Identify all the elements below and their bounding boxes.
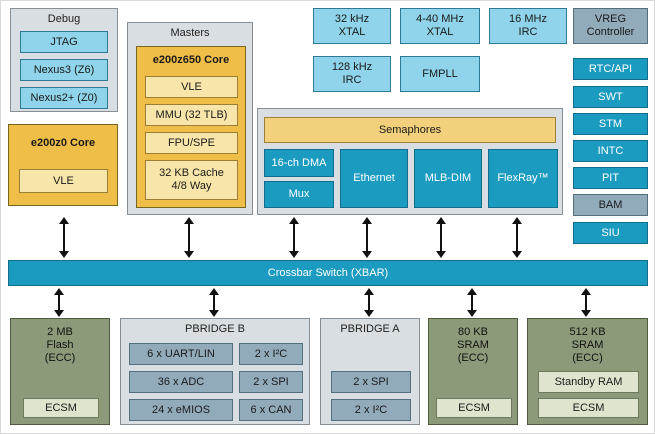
bus-arrow (467, 288, 477, 317)
nexus3-block: Nexus3 (Z6) (20, 59, 108, 81)
dma-mux-block: Mux (264, 181, 334, 208)
swt-block: SWT (573, 86, 648, 108)
crossbar-switch-block: Crossbar Switch (XBAR) (8, 260, 648, 286)
bus-arrow (364, 288, 374, 317)
flexray-block: FlexRay™ (488, 149, 558, 208)
mlb-dim-block: MLB-DIM (414, 149, 482, 208)
bus-arrow (581, 288, 591, 317)
sram512-ecsm-block: ECSM (538, 398, 639, 418)
bus-arrow (512, 217, 522, 258)
sram-512-block: 512 KB SRAM (ECC) Standby RAM ECSM (527, 318, 648, 425)
siu-block: SIU (573, 222, 648, 244)
masters-panel-title: Masters (170, 27, 210, 39)
bus-arrow (59, 217, 69, 258)
debug-panel-title: Debug (47, 13, 81, 25)
can-block: 6 x CAN (239, 399, 303, 421)
flash-ecsm-block: ECSM (23, 398, 99, 418)
irc-16mhz-block: 16 MHz IRC (489, 8, 567, 44)
e200z0-core-block: e200z0 Core VLE (8, 124, 118, 206)
standby-ram-block: Standby RAM (538, 371, 639, 393)
sram-80-title: 80 KB SRAM (ECC) (457, 326, 489, 364)
irc-128khz-block: 128 kHz IRC (313, 56, 391, 92)
pbridge-a-panel: PBRIDGE A 2 x SPI 2 x I²C (320, 318, 420, 425)
comm-panel: Semaphores 16-ch DMA Mux Ethernet MLB-DI… (257, 108, 563, 215)
jtag-block: JTAG (20, 31, 108, 53)
stm-block: STM (573, 113, 648, 135)
fmpll-block: FMPLL (400, 56, 480, 92)
bus-arrow (209, 288, 219, 317)
rtc-api-block: RTC/API (573, 58, 648, 80)
intc-block: INTC (573, 140, 648, 162)
i2c-b-block: 2 x I²C (239, 343, 303, 365)
xtal-32khz-block: 32 kHz XTAL (313, 8, 391, 44)
pbridge-b-title: PBRIDGE B (185, 323, 245, 335)
dma-block: 16-ch DMA (264, 149, 334, 177)
bus-arrow (436, 217, 446, 258)
flash-block: 2 MB Flash (ECC) ECSM (10, 318, 110, 425)
pbridge-b-panel: PBRIDGE B 6 x UART/LIN 2 x I²C 36 x ADC … (120, 318, 310, 425)
cache-block: 32 KB Cache 4/8 Way (145, 160, 238, 200)
pbridge-a-title: PBRIDGE A (340, 323, 400, 335)
debug-panel: Debug JTAG Nexus3 (Z6) Nexus2+ (Z0) (10, 8, 118, 112)
sram-512-title: 512 KB SRAM (ECC) (569, 326, 606, 364)
adc-block: 36 x ADC (129, 371, 233, 393)
bus-arrow (184, 217, 194, 258)
bus-arrow (54, 288, 64, 317)
vreg-controller-block: VREG Controller (573, 8, 648, 44)
xtal-4-40mhz-block: 4-40 MHz XTAL (400, 8, 480, 44)
sram80-ecsm-block: ECSM (436, 398, 512, 418)
uart-lin-block: 6 x UART/LIN (129, 343, 233, 365)
ethernet-block: Ethernet (340, 149, 408, 208)
bam-block: BAM (573, 194, 648, 216)
sram-80-block: 80 KB SRAM (ECC) ECSM (428, 318, 518, 425)
semaphores-block: Semaphores (264, 117, 556, 143)
mmu-block: MMU (32 TLB) (145, 104, 238, 126)
emios-block: 24 x eMIOS (129, 399, 233, 421)
e200z0-core-title: e200z0 Core (30, 137, 96, 149)
i2c-a-block: 2 x I²C (331, 399, 411, 421)
flash-title: 2 MB Flash (ECC) (44, 326, 76, 364)
e200z650-core-title: e200z650 Core (152, 54, 230, 66)
nexus2-block: Nexus2+ (Z0) (20, 87, 108, 109)
spi-b-block: 2 x SPI (239, 371, 303, 393)
z6-vle-block: VLE (145, 76, 238, 98)
masters-panel: Masters e200z650 Core VLE MMU (32 TLB) F… (127, 22, 253, 215)
bus-arrow (362, 217, 372, 258)
spi-a-block: 2 x SPI (331, 371, 411, 393)
z0-vle-block: VLE (19, 169, 108, 193)
bus-arrow (289, 217, 299, 258)
fpu-spe-block: FPU/SPE (145, 132, 238, 154)
pit-block: PIT (573, 167, 648, 189)
e200z650-core-block: e200z650 Core VLE MMU (32 TLB) FPU/SPE 3… (136, 46, 246, 208)
